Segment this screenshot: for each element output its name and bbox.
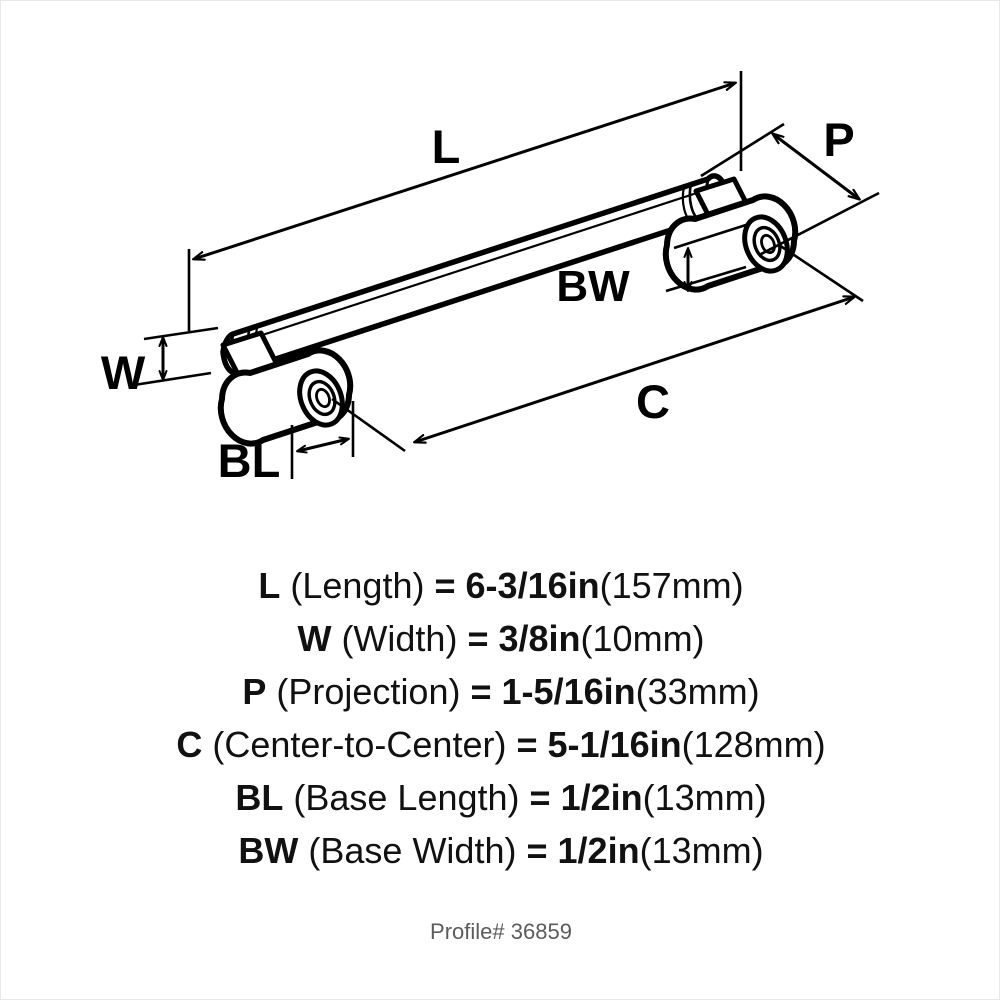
spec-metric-value: (128mm) [681, 724, 826, 765]
spec-row: P (Projection) = 1-5/16in(33mm) [1, 665, 999, 718]
profile-number: Profile# 36859 [430, 919, 572, 944]
spec-name: (Center-to-Center) [212, 724, 507, 765]
main-bar [220, 173, 730, 376]
dimension-label-BW: BW [556, 262, 630, 311]
spec-equals: = [434, 565, 456, 606]
spec-metric-value: (13mm) [639, 830, 764, 871]
spec-imperial-value: 1/2in [560, 777, 643, 818]
P-dimension-line [773, 134, 859, 199]
spec-imperial-value: 1/2in [557, 830, 640, 871]
spec-code: L [258, 565, 281, 606]
spec-name: (Width) [341, 618, 458, 659]
spec-equals: = [526, 830, 548, 871]
spec-code: BL [235, 777, 284, 818]
dimension-spec-list: L (Length) = 6-3/16in(157mm) W (Width) =… [1, 559, 999, 877]
spec-name: (Length) [290, 565, 425, 606]
spec-metric-value: (13mm) [642, 777, 767, 818]
spec-equals: = [516, 724, 538, 765]
C-extension-left [331, 397, 406, 453]
pull-isometric-drawing: L P BW [101, 71, 880, 487]
spec-name: (Base Width) [308, 830, 517, 871]
spec-metric-value: (33mm) [635, 671, 760, 712]
dimension-label-C: C [636, 375, 670, 428]
spec-metric-value: (157mm) [599, 565, 744, 606]
spec-code: W [297, 618, 332, 659]
dimension-label-BL: BL [218, 434, 281, 487]
bar-highlight [240, 186, 713, 344]
spec-row: BL (Base Length) = 1/2in(13mm) [1, 771, 999, 824]
C-extension-right [778, 243, 864, 303]
spec-code: P [242, 671, 267, 712]
spec-row: W (Width) = 3/8in(10mm) [1, 612, 999, 665]
dimension-BL: BL [218, 401, 355, 487]
W-extension-upper [143, 326, 219, 341]
P-extension-upper [700, 122, 785, 178]
spec-imperial-value: 3/8in [498, 618, 581, 659]
dimension-label-L: L [432, 120, 461, 173]
spec-imperial-value: 5-1/16in [547, 724, 682, 765]
L-dimension-line [194, 83, 735, 259]
spec-row: L (Length) = 6-3/16in(157mm) [1, 559, 999, 612]
BW-extension-lower [665, 265, 747, 293]
technical-drawing: L P BW [1, 1, 999, 521]
spec-row: BW (Base Width) = 1/2in(13mm) [1, 824, 999, 877]
spec-equals: = [470, 671, 492, 712]
spec-metric-value: (10mm) [580, 618, 705, 659]
dimension-label-P: P [823, 113, 854, 166]
spec-row: C (Center-to-Center) = 5-1/16in(128mm) [1, 718, 999, 771]
pull-body-group [217, 173, 799, 447]
bar-outline [220, 173, 730, 376]
P-extension-lower [760, 191, 880, 256]
spec-code: BW [238, 830, 299, 871]
dimension-label-W: W [101, 346, 146, 399]
spec-equals: = [467, 618, 489, 659]
left-base-bore-inner [315, 387, 331, 409]
C-dimension-line [415, 297, 854, 442]
spec-equals: = [529, 777, 551, 818]
dimension-L: L [187, 71, 743, 331]
BW-extension-upper [673, 222, 750, 250]
spec-code: C [176, 724, 203, 765]
spec-imperial-value: 6-3/16in [465, 565, 600, 606]
spec-name: (Projection) [276, 671, 461, 712]
left-post [217, 330, 354, 447]
spec-imperial-value: 1-5/16in [501, 671, 636, 712]
W-extension-lower [133, 371, 212, 387]
BL-dimension-line [296, 436, 350, 454]
spec-name: (Base Length) [293, 777, 520, 818]
dimension-W: W [101, 326, 219, 399]
dimension-C: C [331, 243, 864, 453]
dimension-P: P [700, 113, 880, 256]
